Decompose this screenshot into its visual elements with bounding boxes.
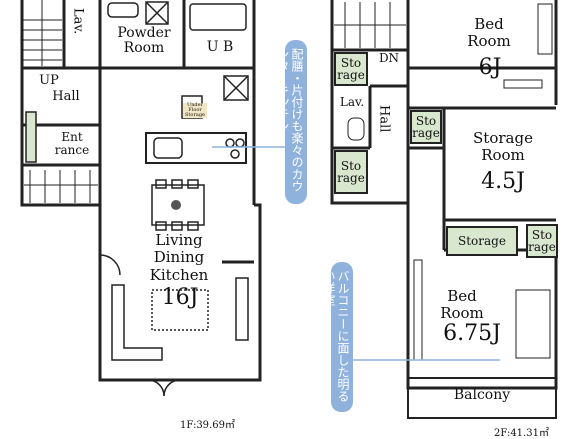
floor1-area: 1F:39.69㎡ — [180, 420, 235, 431]
floor2-stairs — [334, 2, 553, 361]
bed-room-1-line1: Bed — [474, 15, 504, 33]
storage-room-line2: Room — [481, 145, 525, 164]
ldk-size-label: 16J — [161, 285, 199, 310]
ldk-label: Living Dining Kitchen — [126, 231, 232, 284]
storage-e: Sto rage — [526, 224, 558, 258]
kitchen-callout-text: 配膳・片付けも楽々のカウンターキッチン — [276, 48, 304, 192]
ldk-line1: Living — [155, 231, 203, 249]
storage-a: Sto rage — [334, 52, 368, 86]
hall-label-2f: Hall — [376, 105, 392, 133]
entrance-label: Ent rance — [46, 130, 98, 158]
bedroom-callout: バルコニーに面した明るい洋室 — [322, 262, 353, 412]
bed-room-2-size: 6.75J — [443, 321, 501, 346]
bed-room-1-label: Bed Room — [454, 16, 524, 49]
lav-label-1f: Lav. — [70, 8, 86, 35]
bed-room-1-size: 6J — [478, 55, 502, 80]
bed-room-1-line2: Room — [467, 31, 511, 50]
dn-label: DN — [378, 51, 400, 65]
ldk-line2: Dining — [153, 248, 205, 267]
storage-d: Storage — [446, 226, 518, 256]
storage-room-size: 4.5J — [481, 169, 525, 194]
bed-room-2-line2: Room — [440, 303, 484, 322]
ldk-line3: Kitchen — [149, 265, 209, 284]
up-label: UP — [39, 73, 59, 88]
storage-c: Sto rage — [334, 150, 368, 194]
hall-label-1f: Hall — [52, 89, 80, 104]
bed-room-2-label: Bed Room — [424, 288, 500, 321]
floor1-stairs — [22, 0, 98, 203]
balcony-label: Balcony — [453, 387, 511, 403]
entrance-line1: Ent — [61, 130, 83, 144]
kitchen-callout: 配膳・片付けも楽々のカウンターキッチン — [276, 40, 307, 204]
ub-label: U B — [206, 39, 234, 55]
bed-room-2-line1: Bed — [447, 287, 477, 305]
powder-room-label: Powder Room — [108, 25, 180, 57]
underfloor-storage-label: Under Floor Storage — [183, 103, 207, 118]
storage-room-line1: Storage — [473, 129, 533, 147]
powder-room-line1: Powder — [117, 25, 171, 41]
storage-b: Sto rage — [410, 110, 442, 144]
powder-room-line2: Room — [123, 40, 165, 57]
floor1-walls — [20, 0, 262, 382]
lav-label-2f: Lav. — [339, 95, 365, 109]
storage-room-label: Storage Room — [460, 130, 546, 163]
bedroom-callout-text: バルコニーに面した明るい洋室 — [322, 270, 350, 402]
floor2-area: 2F:41.31㎡ — [494, 428, 549, 439]
entrance-line2: rance — [54, 143, 90, 158]
